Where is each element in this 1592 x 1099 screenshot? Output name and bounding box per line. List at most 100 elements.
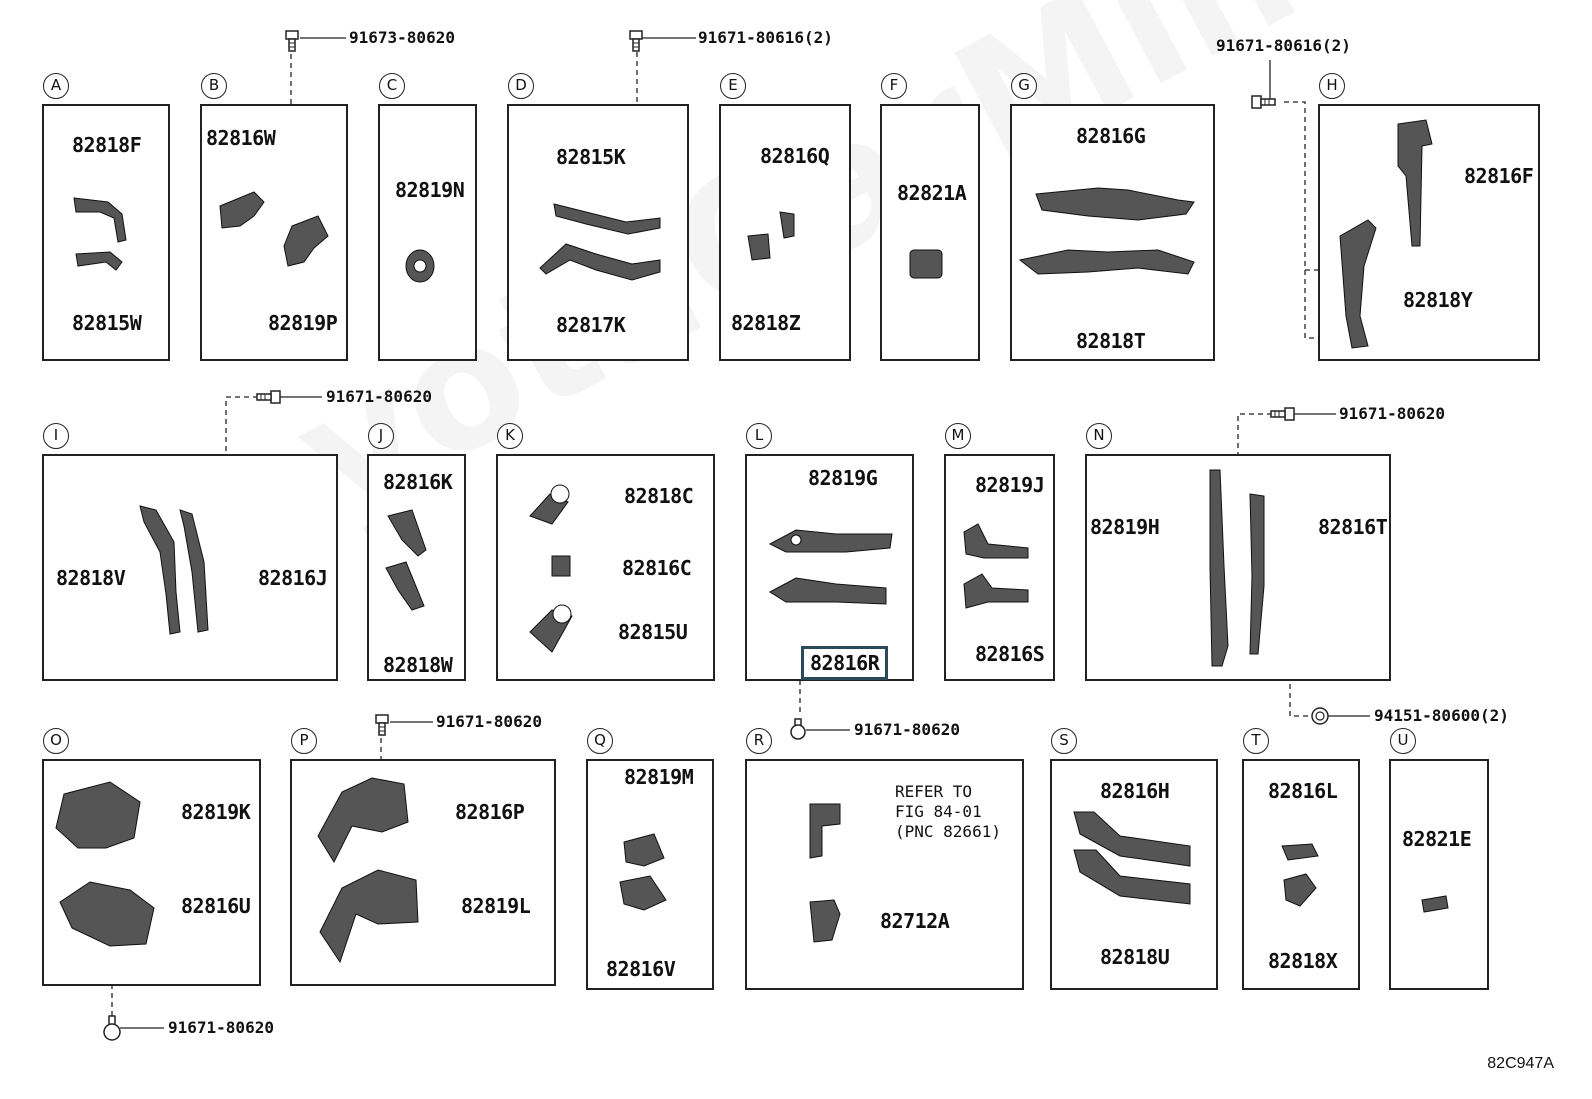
part-label-82819j[interactable]: 82819J (975, 473, 1045, 497)
bracket-icon (317, 777, 419, 964)
fastener-label-n2[interactable]: 94151-80600(2) (1374, 706, 1509, 725)
fastener-label-n[interactable]: 91671-80620 (1339, 404, 1445, 423)
part-label-82816s[interactable]: 82816S (975, 642, 1045, 666)
panel-a (42, 104, 170, 361)
fastener-label-o[interactable]: 91671-80620 (168, 1018, 274, 1037)
part-label-82819n[interactable]: 82819N (395, 178, 465, 202)
bracket-icon (139, 505, 209, 635)
part-label-82818y[interactable]: 82818Y (1403, 288, 1473, 312)
part-label-82816t[interactable]: 82816T (1318, 515, 1388, 539)
part-label-82818t[interactable]: 82818T (1076, 329, 1146, 353)
part-label-82815w[interactable]: 82815W (72, 311, 142, 335)
part-label-82819h[interactable]: 82819H (1090, 515, 1160, 539)
fastener-label-b[interactable]: 91673-80620 (349, 28, 455, 47)
bolt-icon (375, 714, 389, 736)
part-label-82816q[interactable]: 82816Q (760, 144, 830, 168)
clip-icon (405, 249, 435, 283)
bracket-icon (219, 191, 329, 267)
part-label-82818w[interactable]: 82818W (383, 653, 453, 677)
panel-m (944, 454, 1055, 681)
clip-icon (1281, 843, 1319, 907)
fastener-label-i[interactable]: 91671-80620 (326, 387, 432, 406)
panel-letter-d: D (508, 73, 534, 99)
panel-letter-e: E (720, 73, 746, 99)
panel-letter-n: N (1086, 423, 1112, 449)
part-label-82818c[interactable]: 82818C (624, 484, 694, 508)
panel-letter-j: J (368, 423, 394, 449)
panel-letter-t: T (1243, 728, 1269, 754)
part-label-82815u[interactable]: 82815U (618, 620, 688, 644)
bolt-icon (1270, 407, 1295, 421)
panel-f (880, 104, 980, 361)
panel-c (378, 104, 477, 361)
part-label-82819l[interactable]: 82819L (461, 894, 531, 918)
part-label-82816j[interactable]: 82816J (258, 566, 328, 590)
part-label-82817k[interactable]: 82817K (556, 313, 626, 337)
part-label-82816v[interactable]: 82816V (606, 957, 676, 981)
panel-g (1010, 104, 1215, 361)
fastener-label-h[interactable]: 91671-80616(2) (1216, 36, 1351, 55)
part-label-82816f[interactable]: 82816F (1464, 164, 1534, 188)
panel-q (586, 759, 714, 990)
panel-r (745, 759, 1024, 990)
part-label-82816h[interactable]: 82816H (1100, 779, 1170, 803)
part-label-82818x[interactable]: 82818X (1268, 949, 1338, 973)
bolt-icon (1251, 95, 1276, 109)
panel-letter-o: O (43, 728, 69, 754)
bracket-icon (747, 211, 795, 261)
bolt-icon (629, 30, 643, 52)
part-label-82816r[interactable]: 82816R (800, 646, 889, 680)
fastener-label-p[interactable]: 91671-80620 (436, 712, 542, 731)
part-label-82816l[interactable]: 82816L (1268, 779, 1338, 803)
fastener-label-l[interactable]: 91671-80620 (854, 720, 960, 739)
panel-j (367, 454, 466, 681)
part-label-82816p[interactable]: 82816P (455, 800, 525, 824)
bracket-icon (768, 529, 893, 605)
panel-letter-u: U (1390, 728, 1416, 754)
part-label-82818v[interactable]: 82818V (56, 566, 126, 590)
bolt-icon (790, 718, 806, 740)
panel-letter-k: K (497, 423, 523, 449)
part-label-82712a[interactable]: 82712A (880, 909, 950, 933)
part-label-82819p[interactable]: 82819P (268, 311, 338, 335)
panel-s (1050, 759, 1218, 990)
part-label-82815k[interactable]: 82815K (556, 145, 626, 169)
bolt-icon (256, 390, 281, 404)
panel-n (1085, 454, 1391, 681)
panel-letter-c: C (379, 73, 405, 99)
panel-letter-h: H (1319, 73, 1345, 99)
nut-icon (1311, 707, 1329, 725)
bracket-icon (539, 203, 661, 281)
panel-letter-f: F (881, 73, 907, 99)
part-label-82816w[interactable]: 82816W (206, 126, 276, 150)
bracket-icon (1209, 469, 1265, 667)
panel-letter-m: M (945, 423, 971, 449)
part-label-82821e[interactable]: 82821E (1402, 827, 1472, 851)
part-label-82816g[interactable]: 82816G (1076, 124, 1146, 148)
bracket-icon (1073, 811, 1191, 905)
clip-icon (1421, 895, 1449, 913)
part-label-82819g[interactable]: 82819G (808, 466, 878, 490)
panel-letter-a: A (43, 73, 69, 99)
bolt-icon (285, 30, 299, 52)
part-label-82818f[interactable]: 82818F (72, 133, 142, 157)
part-label-82821a[interactable]: 82821A (897, 181, 967, 205)
bracket-icon (963, 523, 1029, 609)
panel-k (496, 454, 715, 681)
part-label-82819k[interactable]: 82819K (181, 800, 251, 824)
part-label-82819m[interactable]: 82819M (624, 765, 694, 789)
part-label-82816k[interactable]: 82816K (383, 470, 453, 494)
refer-note: REFER TO FIG 84-01 (PNC 82661) (895, 782, 1001, 841)
bracket-icon (385, 509, 427, 611)
panel-letter-q: Q (587, 728, 613, 754)
part-label-82818z[interactable]: 82818Z (731, 311, 801, 335)
part-label-82816c[interactable]: 82816C (622, 556, 692, 580)
clip-icon (909, 249, 943, 279)
bolt-icon (103, 1015, 121, 1041)
panel-letter-g: G (1011, 73, 1037, 99)
fastener-label-d[interactable]: 91671-80616(2) (698, 28, 833, 47)
part-label-82816u[interactable]: 82816U (181, 894, 251, 918)
bracket-icon (1339, 119, 1433, 349)
part-label-82818u[interactable]: 82818U (1100, 945, 1170, 969)
